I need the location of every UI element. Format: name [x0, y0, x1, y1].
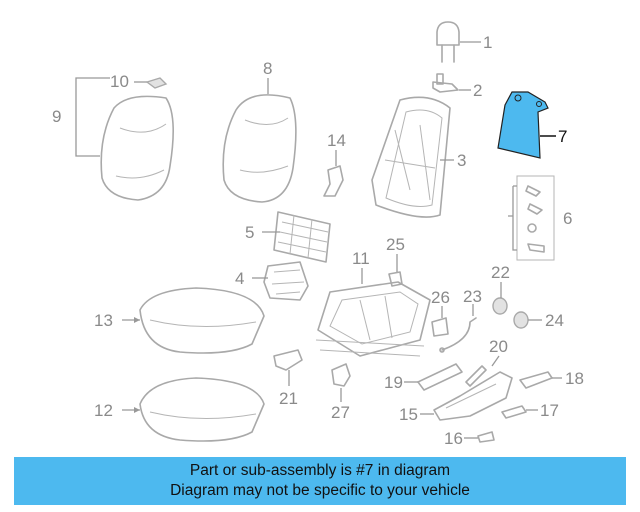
callout-1[interactable]: 1	[483, 33, 492, 52]
callout-21[interactable]: 21	[279, 389, 298, 408]
callout-23[interactable]: 23	[463, 287, 482, 306]
callout-labels: 1 2 3 4 5 6 7 8 9 10 11 12 13 14 15 16 1…	[52, 33, 584, 448]
callout-20[interactable]: 20	[489, 337, 508, 356]
part-16-trim[interactable]	[477, 431, 495, 443]
callout-22[interactable]: 22	[491, 263, 510, 282]
part-9-seatback-pad[interactable]	[100, 95, 174, 201]
callout-12[interactable]: 12	[94, 401, 113, 420]
banner-line-1: Part or sub-assembly is #7 in diagram	[189, 462, 451, 479]
part-12-cushion-pad[interactable]	[139, 377, 265, 442]
part-5-lumbar-support[interactable]	[273, 211, 331, 263]
callout-13[interactable]: 13	[94, 311, 113, 330]
callout-25[interactable]: 25	[386, 235, 405, 254]
part-26-cover[interactable]	[431, 317, 449, 337]
callout-5[interactable]: 5	[245, 223, 254, 242]
callout-11[interactable]: 11	[352, 249, 370, 268]
part-23-cable[interactable]	[439, 317, 477, 353]
part-1-headrest[interactable]	[436, 21, 460, 63]
part-13-cushion-cover[interactable]	[139, 287, 265, 354]
part-3-seatback-frame[interactable]	[371, 96, 451, 218]
part-22-knob[interactable]	[492, 297, 508, 315]
part-10-clip[interactable]	[145, 77, 168, 89]
callout-8[interactable]: 8	[263, 59, 272, 78]
part-8-seatback-cover[interactable]	[222, 94, 297, 203]
part-18-trim[interactable]	[519, 371, 553, 389]
callout-18[interactable]: 18	[565, 369, 584, 388]
part-4-mat[interactable]	[263, 261, 309, 301]
callout-14[interactable]: 14	[327, 131, 346, 150]
part-20-link[interactable]	[465, 365, 487, 387]
part-11-seat-frame[interactable]	[315, 281, 431, 357]
callout-24[interactable]: 24	[545, 311, 564, 330]
part-27-bracket[interactable]	[331, 363, 351, 387]
leader-lines	[75, 41, 562, 439]
callout-16[interactable]: 16	[444, 429, 463, 448]
seat-parts-diagram: 1 2 3 4 5 6 7 8 9 10 11 12 13 14 15 16 1…	[52, 21, 584, 448]
callout-19[interactable]: 19	[384, 373, 403, 392]
callout-15[interactable]: 15	[399, 405, 418, 424]
callout-4[interactable]: 4	[235, 269, 244, 288]
part-2-headrest-guide[interactable]	[432, 73, 459, 93]
callout-6[interactable]: 6	[563, 209, 572, 228]
callout-2[interactable]: 2	[473, 81, 482, 100]
callout-26[interactable]: 26	[431, 288, 450, 307]
banner-line-2: Diagram may not be specific to your vehi…	[170, 482, 470, 499]
part-15-side-shield[interactable]	[433, 371, 513, 421]
part-7-seatback-panel[interactable]	[497, 91, 549, 159]
part-6-fastener-kit[interactable]	[516, 175, 555, 261]
callout-10[interactable]: 10	[110, 72, 129, 91]
callout-9[interactable]: 9	[52, 107, 61, 126]
info-banner: Part or sub-assembly is #7 in diagram Di…	[14, 457, 626, 505]
callout-3[interactable]: 3	[457, 151, 466, 170]
part-14-bracket[interactable]	[323, 165, 344, 197]
part-24-knob[interactable]	[513, 311, 529, 329]
callout-7[interactable]: 7	[558, 127, 567, 146]
callout-17[interactable]: 17	[540, 401, 559, 420]
part-19-trim[interactable]	[417, 363, 463, 391]
part-21-cover[interactable]	[273, 349, 303, 371]
part-17-trim[interactable]	[501, 405, 527, 419]
callout-27[interactable]: 27	[331, 403, 350, 422]
part-25-clip[interactable]	[388, 271, 403, 287]
